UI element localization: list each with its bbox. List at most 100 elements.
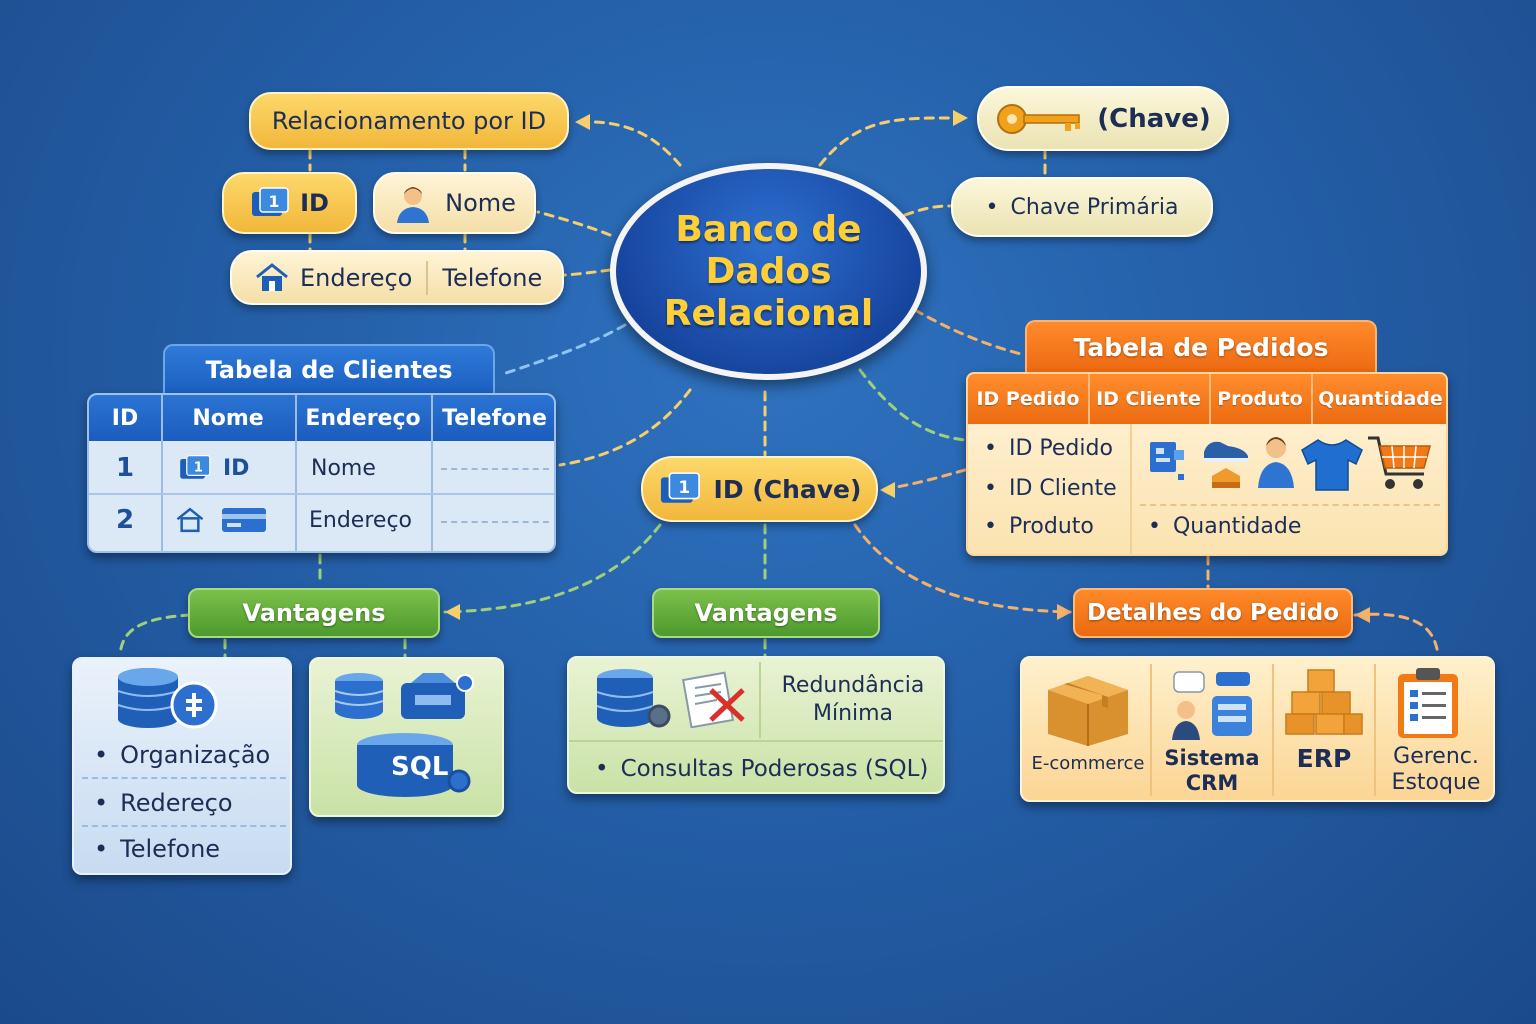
clients-row2-endereco: Endereço bbox=[309, 507, 412, 533]
orders-table-title-text: Tabela de Pedidos bbox=[1073, 332, 1329, 362]
clients-row2-num: 2 bbox=[115, 505, 135, 535]
order-details-title-text: Detalhes do Pedido bbox=[1086, 600, 1340, 626]
shirt-icon bbox=[1301, 439, 1363, 491]
orders-header-id-pedido: ID Pedido bbox=[976, 388, 1080, 410]
customer-icon bbox=[1258, 437, 1294, 488]
col-divider bbox=[1209, 374, 1211, 424]
database-add-icon bbox=[117, 668, 218, 729]
clients-table: ID Nome Endereço Telefone 1 1 ID Nome 2 … bbox=[87, 393, 556, 553]
box-divider bbox=[759, 662, 761, 738]
house-icon bbox=[256, 262, 288, 291]
relationship-nome-pill: Nome bbox=[373, 172, 536, 234]
relationship-endereco-label: Endereço bbox=[300, 263, 413, 292]
crm-line-1: Sistema bbox=[1164, 746, 1260, 770]
orders-header-quantidade: Quantidade bbox=[1318, 388, 1443, 410]
key-icon bbox=[997, 103, 1081, 134]
box-divider bbox=[1374, 664, 1376, 796]
shoe-product-icon bbox=[1204, 441, 1248, 488]
order-details-box: E-commerce Sistema CRM ERP Gerenc. Estoq… bbox=[1020, 656, 1495, 802]
orders-header-id-cliente: ID Cliente bbox=[1096, 388, 1201, 410]
id-key-pill: 1 ID (Chave) bbox=[641, 456, 878, 522]
center-line-3: Relacional bbox=[663, 292, 874, 334]
link-center-nome bbox=[536, 210, 612, 237]
advantages-left-list-box: Organização Redereço Telefone bbox=[72, 657, 292, 875]
orders-quantidade-label: Quantidade bbox=[1148, 514, 1301, 539]
house-icon bbox=[176, 507, 204, 533]
relationship-address-pill: Endereço Telefone bbox=[230, 250, 564, 305]
key-pill: (Chave) bbox=[977, 86, 1229, 151]
primary-key-pill: Chave Primária bbox=[951, 177, 1213, 237]
box-divider bbox=[1272, 664, 1274, 796]
col-divider bbox=[1088, 374, 1090, 424]
clients-header-id: ID bbox=[111, 405, 139, 431]
advantages-left-title: Vantagens bbox=[188, 588, 440, 638]
advantages-left-title-text: Vantagens bbox=[242, 599, 386, 627]
link-center-primary bbox=[903, 204, 952, 217]
clients-header-endereco: Endereço bbox=[305, 405, 421, 431]
ecommerce-label: E-commerce bbox=[1031, 753, 1145, 774]
relationship-id-pill: 1 ID bbox=[222, 172, 357, 234]
link-idkey-details bbox=[853, 523, 1072, 614]
link-adv-left-box bbox=[118, 613, 192, 657]
credit-card-icon bbox=[222, 508, 266, 532]
orders-body-divider bbox=[1130, 424, 1132, 554]
link-center-key bbox=[818, 116, 967, 167]
central-node: Banco de Dados Relacional bbox=[610, 163, 927, 380]
svg-text:1: 1 bbox=[268, 192, 279, 211]
box-divider bbox=[569, 740, 943, 742]
id-card-icon: 1 bbox=[252, 187, 289, 216]
id-key-label: ID (Chave) bbox=[713, 474, 862, 504]
redundancy-label: Redundância Mínima bbox=[761, 672, 945, 728]
advantages-left-sql-box: SQL bbox=[309, 657, 504, 817]
sql-database-icon bbox=[357, 733, 471, 797]
database-gear-icon bbox=[596, 669, 671, 728]
redundancy-line-1: Redundância bbox=[781, 673, 925, 698]
orders-bullet-id-cliente: ID Cliente bbox=[984, 476, 1117, 501]
crm-line-2: CRM bbox=[1185, 771, 1239, 795]
person-icon bbox=[397, 187, 430, 223]
orders-bullet-id-pedido: ID Pedido bbox=[984, 436, 1113, 461]
erp-label: ERP bbox=[1296, 744, 1352, 773]
id-card-icon: 1 bbox=[660, 472, 700, 503]
center-line-1: Banco de bbox=[675, 208, 862, 250]
advantage-organizacao: Organização bbox=[94, 741, 270, 769]
primary-key-label: Chave Primária bbox=[986, 195, 1179, 220]
package-box-icon bbox=[1048, 676, 1128, 746]
list-divider bbox=[82, 777, 286, 779]
relationship-nome-label: Nome bbox=[445, 189, 516, 217]
link-center-ordersrow bbox=[858, 368, 967, 442]
clients-table-header bbox=[89, 395, 554, 441]
row-divider bbox=[89, 493, 554, 495]
clients-row2-icons bbox=[175, 495, 295, 545]
box-divider bbox=[1150, 664, 1152, 796]
link-idkey-adv-left bbox=[443, 523, 662, 614]
link-center-rows bbox=[558, 388, 692, 467]
stock-line-2: Estoque bbox=[1391, 770, 1481, 795]
crm-label: Sistema CRM bbox=[1152, 746, 1272, 796]
clients-table-title: Tabela de Clientes bbox=[163, 344, 495, 394]
clients-header-nome: Nome bbox=[192, 405, 264, 431]
orders-table-title: Tabela de Pedidos bbox=[1025, 320, 1377, 372]
order-details-title: Detalhes do Pedido bbox=[1073, 588, 1353, 638]
link-center-clients bbox=[498, 323, 627, 377]
orders-bullet-produto: Produto bbox=[984, 514, 1094, 539]
document-reject-icon bbox=[681, 671, 745, 728]
advantages-center-box: Redundância Mínima Consultas Poderosas (… bbox=[567, 656, 945, 794]
advantage-redereco: Redereço bbox=[94, 789, 232, 817]
pill-divider bbox=[426, 260, 429, 295]
advantage-telefone: Telefone bbox=[94, 835, 220, 863]
network-icon bbox=[1150, 442, 1184, 480]
redundancy-line-2: Mínima bbox=[812, 701, 894, 726]
col-divider bbox=[431, 395, 433, 551]
center-line-2: Dados bbox=[705, 250, 832, 292]
orders-table: ID Pedido ID Cliente Produto Quantidade … bbox=[966, 372, 1448, 556]
col-divider bbox=[295, 395, 297, 551]
server-icon bbox=[401, 673, 474, 719]
link-center-orders bbox=[913, 308, 1027, 357]
clients-row1-id: 1 ID bbox=[177, 443, 295, 493]
relationship-telefone-label: Telefone bbox=[442, 263, 543, 292]
shopping-cart-icon bbox=[1368, 436, 1431, 489]
svg-text:1: 1 bbox=[678, 477, 690, 497]
clients-row1-id-text: ID bbox=[223, 455, 250, 481]
